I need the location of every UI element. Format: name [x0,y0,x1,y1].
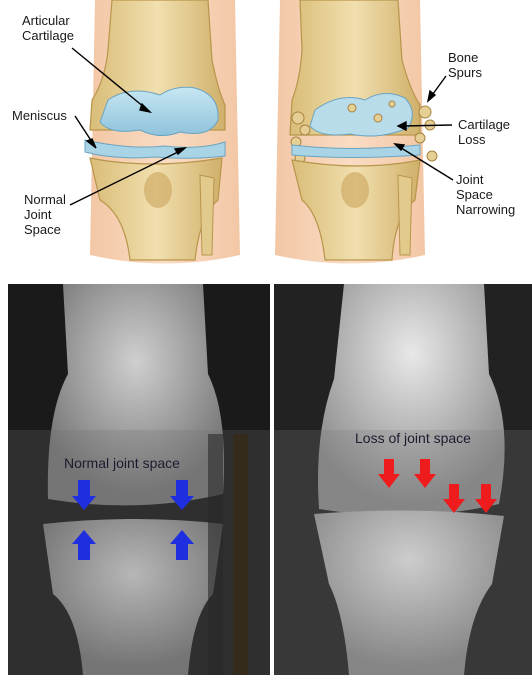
label-bone-spurs: Bone Spurs [448,50,482,80]
label-joint-space-narrowing: Joint Space Narrowing [456,172,515,217]
xray-normal-knee [8,284,270,675]
label-cartilage-loss: Cartilage Loss [458,117,510,147]
xray-arthritic-knee [274,284,532,675]
knee-illustration [0,0,532,275]
label-articular-cartilage: Articular Cartilage [22,13,74,43]
arthritic-knee-drawing [275,0,437,264]
label-normal-joint-space: Normal Joint Space [24,192,66,237]
caption-loss-of-joint-space: Loss of joint space [355,430,471,446]
healthy-knee-drawing [85,0,240,264]
label-meniscus: Meniscus [12,108,67,123]
caption-normal-joint-space: Normal joint space [64,455,180,471]
